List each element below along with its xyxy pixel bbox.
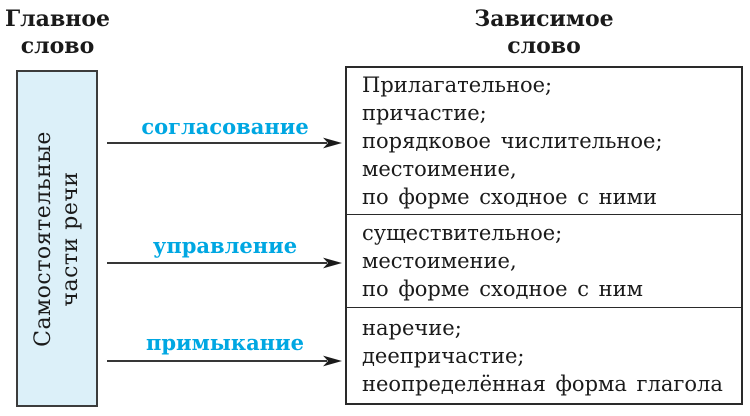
dependent-section-government: существительное; местоимение, по форме с… <box>347 214 741 307</box>
source-box-independent-parts-of-speech: Самостоятельные части речи <box>16 70 98 407</box>
arrow-government <box>107 257 342 269</box>
main-word-header: Главное слово <box>4 6 110 59</box>
source-box-label: Самостоятельные части речи <box>31 130 84 347</box>
arrow-agreement <box>107 137 342 149</box>
dependent-word-box: Прилагательное; причастие; порядковое чи… <box>345 66 743 405</box>
arrow-adjoining <box>107 355 342 367</box>
arrow-label-agreement: согласование <box>141 114 309 139</box>
dependent-word-header: Зависимое слово <box>474 6 614 59</box>
arrow-label-adjoining: примыкание <box>145 330 304 355</box>
dependent-section-agreement: Прилагательное; причастие; порядковое чи… <box>362 73 663 210</box>
arrow-label-government: управление <box>152 233 298 258</box>
dependent-section-adjoining: наречие; деепричастие; неопределённая фо… <box>347 307 741 403</box>
